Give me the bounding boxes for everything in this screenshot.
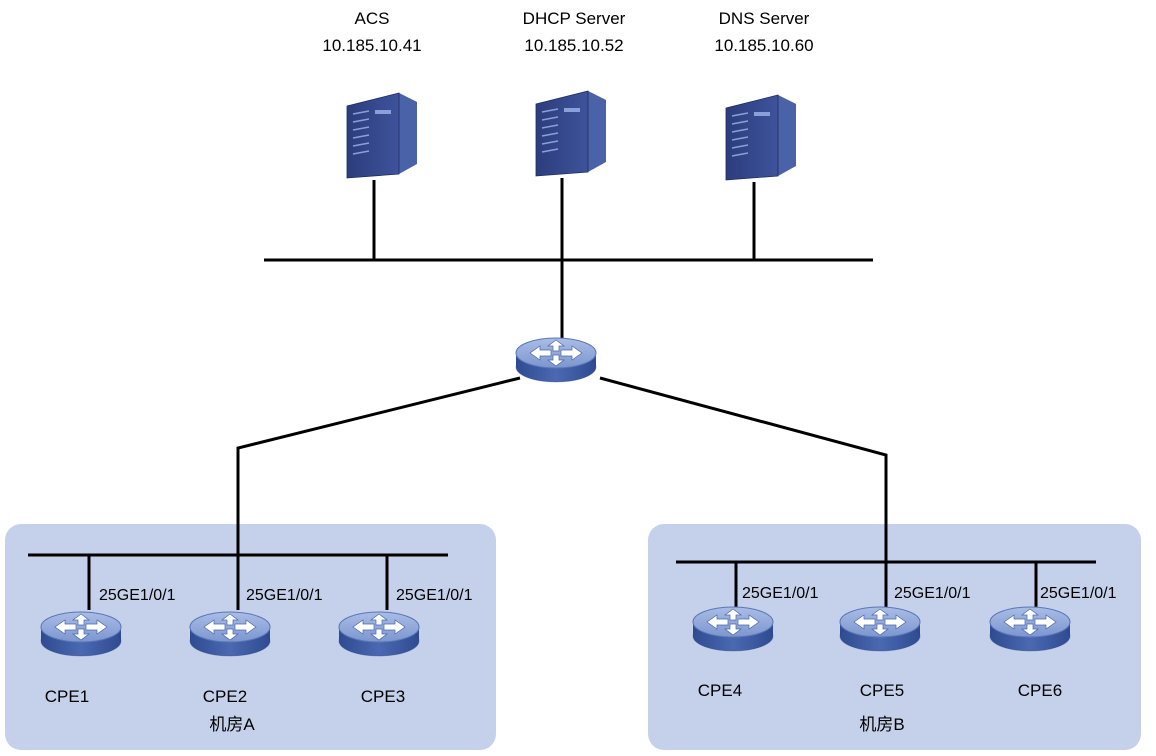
device-name: CPE5: [860, 681, 904, 700]
switch-icon: [189, 611, 271, 657]
device-name: CPE6: [1018, 681, 1062, 700]
port-label: 25GE1/0/1: [246, 587, 323, 604]
switch-icon: [692, 606, 774, 652]
device-name: CPE1: [45, 687, 89, 706]
server-icon: [346, 92, 418, 179]
room-b-label: 机房B: [859, 715, 904, 734]
server-acs-ip: 10.185.10.41: [322, 36, 421, 55]
device-cpe1[interactable]: 25GE1/0/1 CPE1: [40, 587, 176, 706]
server-dns-ip: 10.185.10.60: [714, 36, 813, 55]
device-name: CPE4: [698, 681, 742, 700]
device-cpe6[interactable]: 25GE1/0/1 CPE6: [989, 585, 1117, 700]
server-icon: [535, 90, 607, 177]
switch-icon: [989, 606, 1071, 652]
device-cpe3[interactable]: 25GE1/0/1 CPE3: [338, 587, 473, 706]
device-cpe5[interactable]: 25GE1/0/1 CPE5: [839, 585, 971, 700]
switch-icon: [40, 611, 122, 657]
port-label: 25GE1/0/1: [99, 587, 176, 604]
core-switch[interactable]: [515, 337, 597, 383]
switch-icon: [338, 611, 420, 657]
device-name: CPE3: [361, 687, 405, 706]
port-label: 25GE1/0/1: [396, 587, 473, 604]
network-links: [28, 178, 1096, 610]
server-dhcp-ip: 10.185.10.52: [524, 36, 623, 55]
room-a-label: 机房A: [209, 715, 255, 734]
port-label: 25GE1/0/1: [1040, 585, 1117, 602]
switch-icon: [839, 606, 921, 652]
port-label: 25GE1/0/1: [894, 585, 971, 602]
device-cpe2[interactable]: 25GE1/0/1 CPE2: [189, 587, 323, 706]
port-label: 25GE1/0/1: [742, 585, 819, 602]
device-name: CPE2: [203, 687, 247, 706]
switch-icon: [515, 337, 597, 383]
server-dns[interactable]: DNS Server 10.185.10.60: [714, 9, 814, 181]
server-dns-name: DNS Server: [719, 9, 810, 28]
server-acs-name: ACS: [355, 9, 390, 28]
server-icon: [725, 94, 797, 181]
server-acs[interactable]: ACS 10.185.10.41: [322, 9, 422, 179]
device-cpe4[interactable]: 25GE1/0/1 CPE4: [692, 585, 819, 700]
server-dhcp[interactable]: DHCP Server 10.185.10.52: [523, 9, 626, 177]
server-dhcp-name: DHCP Server: [523, 9, 626, 28]
